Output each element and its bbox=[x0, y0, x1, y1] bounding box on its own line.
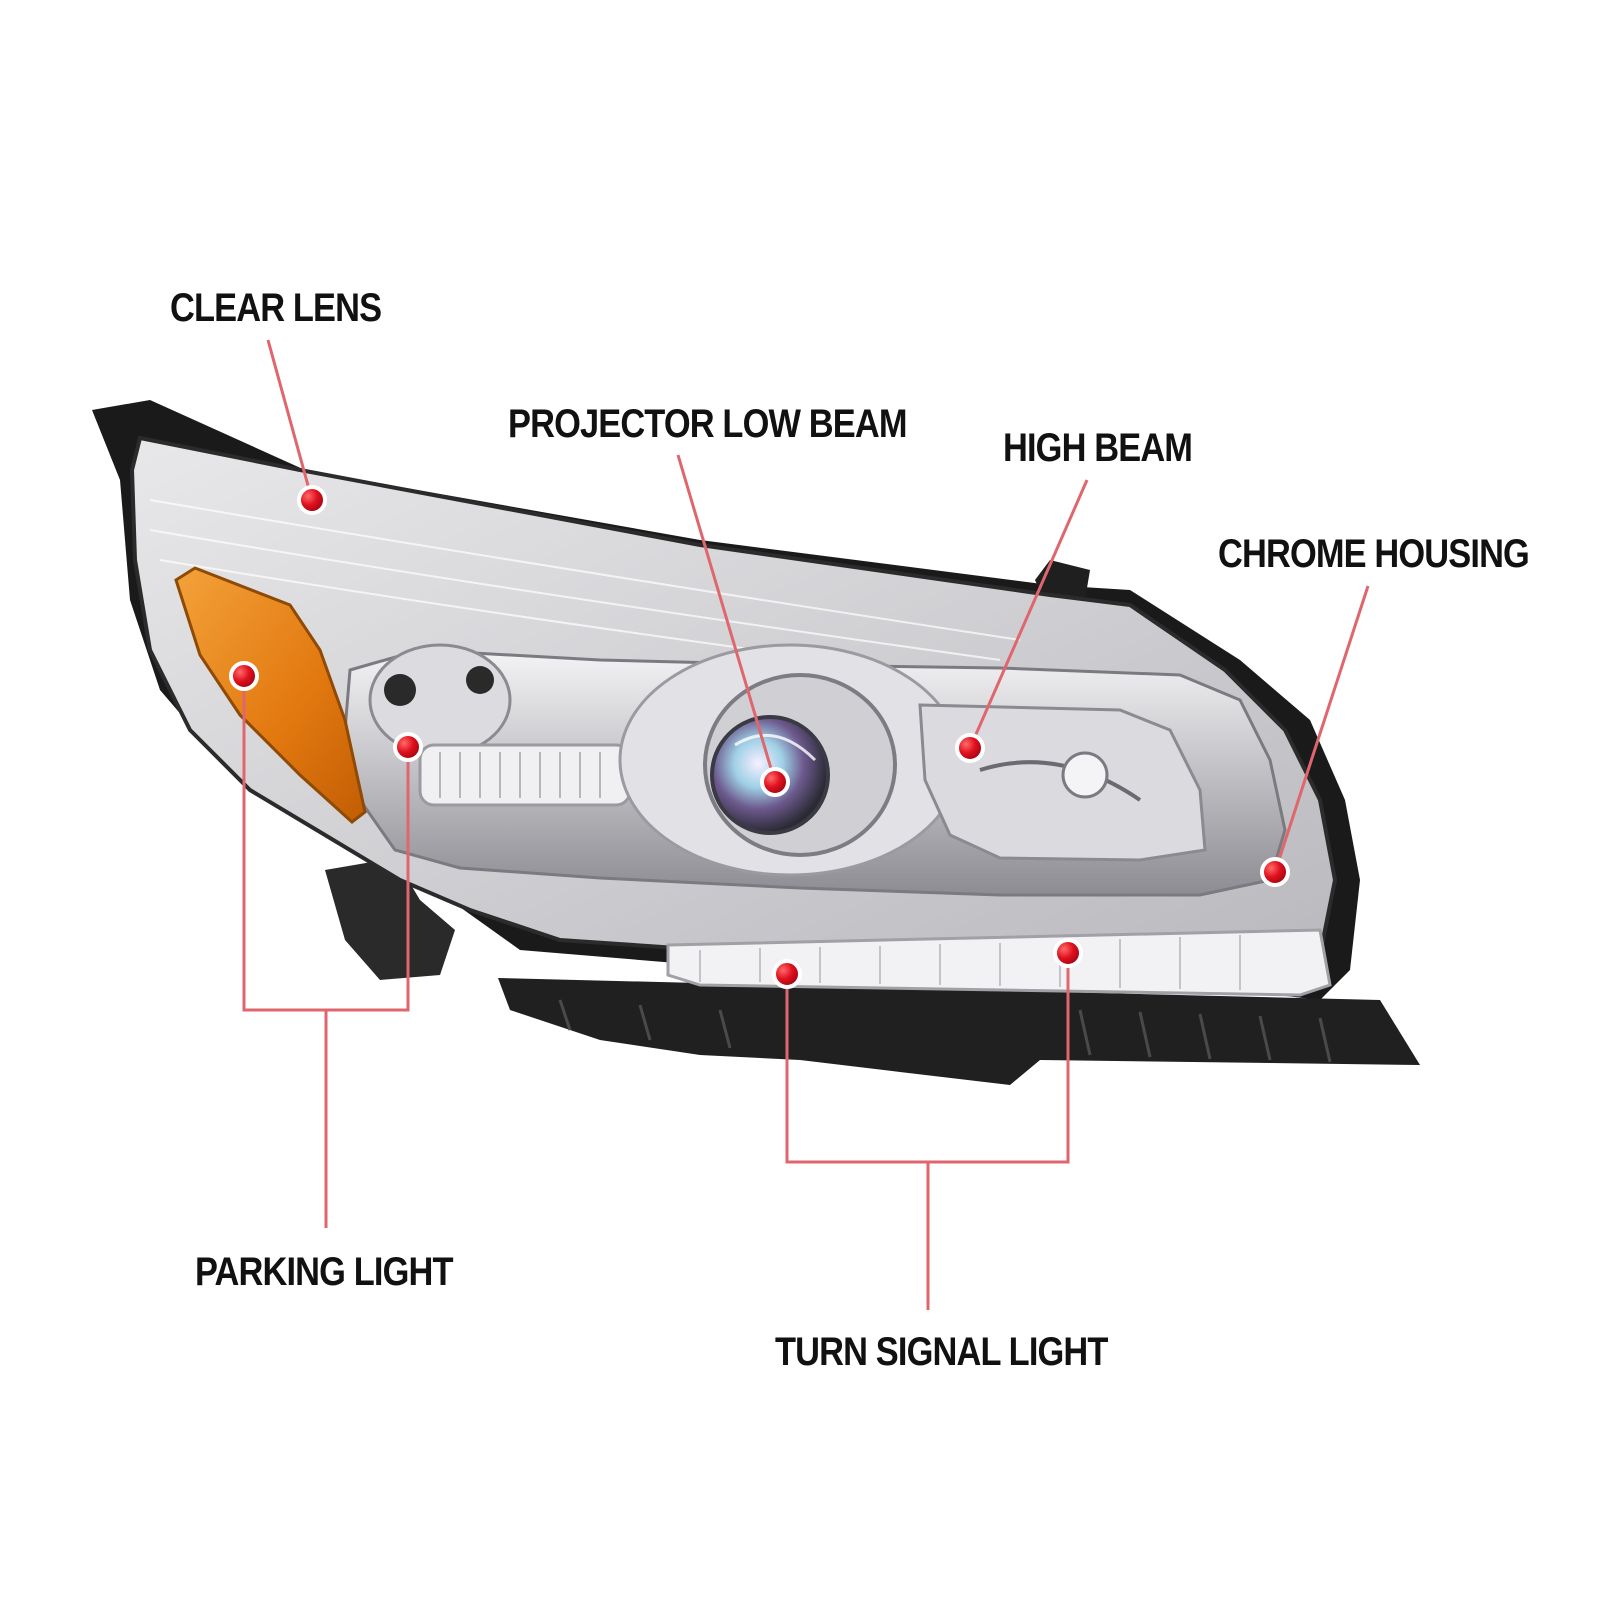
headlight-housing bbox=[92, 400, 1420, 1085]
callout-lines bbox=[242, 339, 1370, 1310]
connector-block bbox=[325, 858, 455, 980]
high-beam-leader bbox=[968, 479, 1089, 749]
turn-signal-marker-left bbox=[772, 959, 802, 989]
parking-light-marker-amber bbox=[229, 661, 259, 691]
turn-signal-strip bbox=[666, 928, 1332, 997]
turn-signal-marker-right bbox=[1053, 938, 1083, 968]
projector-low-beam bbox=[618, 643, 962, 877]
parking-light-reflector bbox=[368, 643, 632, 807]
chrome-housing-label: CHROME HOUSING bbox=[1218, 532, 1530, 576]
callout-markers bbox=[229, 485, 1290, 989]
high-beam-marker bbox=[955, 733, 985, 763]
high-beam-label: HIGH BEAM bbox=[1003, 426, 1193, 470]
chrome-housing-leader bbox=[1273, 585, 1370, 873]
clear-lens-marker bbox=[297, 485, 327, 515]
amber-side-marker bbox=[174, 566, 367, 824]
turn-signal-light-label: TURN SIGNAL LIGHT bbox=[775, 1330, 1108, 1374]
projector-low-beam-label: PROJECTOR LOW BEAM bbox=[508, 402, 907, 446]
projector-low-beam-leader bbox=[676, 454, 777, 783]
chrome-housing-marker bbox=[1260, 857, 1290, 887]
mount-ribs bbox=[558, 999, 1332, 1063]
clear-lens-label: CLEAR LENS bbox=[170, 286, 382, 330]
parking-light-marker-inner bbox=[393, 732, 423, 762]
parking-light-label: PARKING LIGHT bbox=[195, 1250, 453, 1294]
high-beam-reflector bbox=[918, 703, 1207, 862]
clear-lens-leader bbox=[266, 339, 314, 501]
projector-low-beam-marker bbox=[760, 767, 790, 797]
lower-mount-bracket bbox=[498, 978, 1420, 1085]
